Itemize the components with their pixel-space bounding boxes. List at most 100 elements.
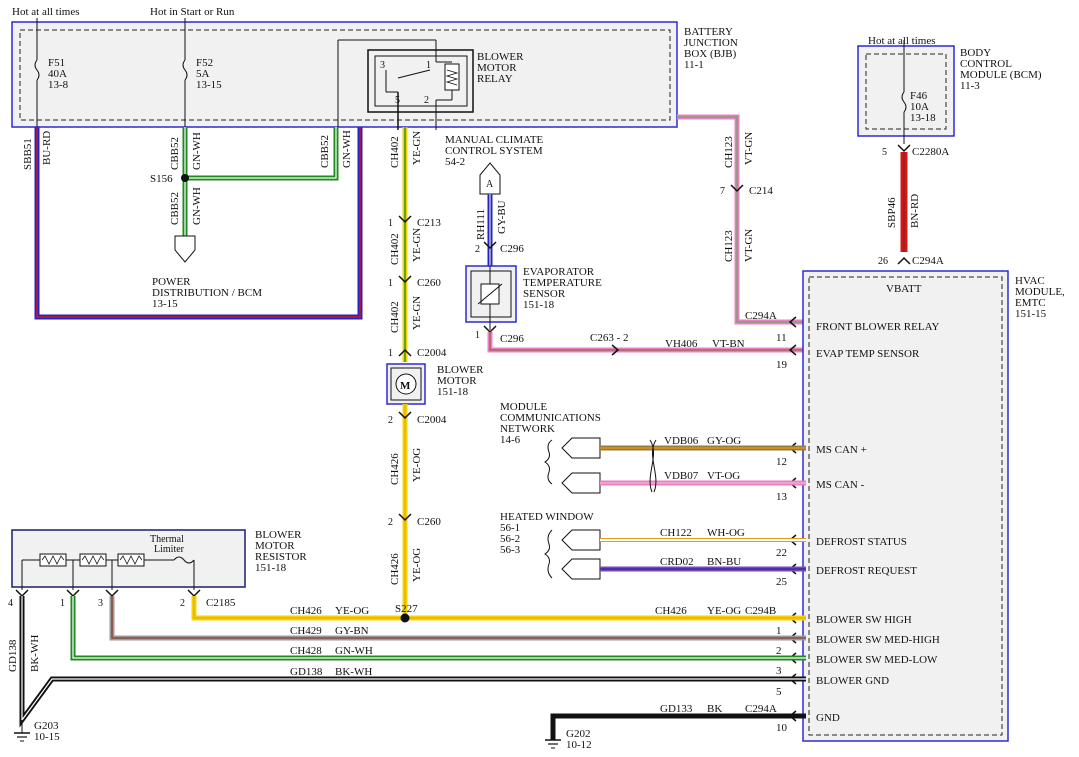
wire-label-bu-rd: BU-RD [41, 131, 53, 165]
wire-label-vdb07: VDB07 [664, 470, 699, 482]
vbatt-pin-26: 26 [878, 256, 888, 267]
bcm-title-1: BODY [960, 47, 991, 59]
heated-window-title-2: 56-1 [500, 522, 520, 534]
wire-label-gy-bn: GY-BN [335, 625, 369, 637]
resistor-title-3: RESISTOR [255, 551, 307, 563]
wire-cbb52-gn-wh [182, 127, 339, 236]
resistor-pin-3: 3 [98, 598, 103, 609]
heated-window-connector-top [561, 529, 601, 551]
wire-label-ch426-right: CH426 [655, 605, 687, 617]
hvac-pin-gnd: GND [816, 712, 840, 724]
wire-gd138-bk-wh [19, 596, 806, 728]
wire-label-sbb51: SBB51 [22, 138, 34, 170]
gnd-c294a-label: C294A [745, 703, 777, 715]
fuse-f52-ref: 13-15 [196, 79, 222, 91]
wire-label-crd02: CRD02 [660, 556, 694, 568]
splice-s227-label: S227 [395, 603, 418, 615]
wire-label-ch426-bottom: CH426 [290, 605, 322, 617]
bjb-title-2: JUNCTION [684, 37, 738, 49]
wire-label-cbb52-a: CBB52 [169, 137, 181, 170]
heated-window-title-4: 56-3 [500, 544, 521, 556]
network-brace [544, 439, 553, 485]
wire-label-bk-wh-vertical: BK-WH [29, 635, 41, 672]
connector-c260-top [398, 275, 412, 284]
wire-label-gd138-vertical: GD138 [7, 639, 19, 672]
ground-g202-label: G202 [566, 728, 590, 740]
splice-s227-dot [400, 613, 410, 623]
c296-bottom-pin: 1 [475, 330, 480, 341]
ground-g203-icon [14, 720, 30, 742]
c2004-top-pin: 1 [388, 348, 393, 359]
defrost-status-pin: 22 [776, 547, 787, 559]
resistor-title-4: 151-18 [255, 562, 287, 574]
wire-sbb51-bu-rd [34, 127, 363, 320]
relay-label-1: BLOWER [477, 51, 524, 63]
power-source-bcm-hot: Hot at all times [868, 35, 936, 47]
resistor-pin-4: 4 [8, 598, 13, 609]
hvac-pin-blower-gnd: BLOWER GND [816, 675, 889, 687]
fuse-f52 [182, 18, 188, 130]
bjb-title-4: 11-1 [684, 59, 704, 71]
bcm-title-2: CONTROL [960, 58, 1012, 70]
climate-connector-a [479, 162, 501, 195]
c2004-bottom-pin: 2 [388, 415, 393, 426]
c213-pin: 1 [388, 218, 393, 229]
relay-pin-5: 5 [395, 95, 400, 106]
c263-label: C263 - 2 [590, 332, 629, 344]
resistor-title-1: BLOWER [255, 529, 302, 541]
c260-top-label: C260 [417, 277, 441, 289]
wire-label-bn-bu: BN-BU [707, 556, 741, 568]
resistor-c2185-label: C2185 [206, 597, 236, 609]
connector-c296-top [483, 241, 497, 250]
power-distribution-label-2: DISTRIBUTION / BCM [152, 287, 262, 299]
body-control-module [857, 40, 955, 144]
wire-label-gy-og: GY-OG [707, 435, 741, 447]
hvac-title-3: EMTC [1015, 297, 1046, 309]
hvac-pin-defrost-request: DEFROST REQUEST [816, 565, 917, 577]
blower-motor-symbol: M [400, 380, 411, 392]
wire-label-gn-wh-b: GN-WH [191, 187, 203, 225]
power-distribution-label-1: POWER [152, 276, 191, 288]
heated-window-title-1: HEATED WINDOW [500, 511, 594, 523]
hvac-pin-blower-sw-high: BLOWER SW HIGH [816, 614, 912, 626]
blower-motor-label-2: MOTOR [437, 375, 477, 387]
twisted-pair [649, 439, 657, 493]
wire-label-ch123-a: CH123 [723, 136, 735, 168]
wire-label-ye-gn-b: YE-GN [411, 228, 423, 262]
hvac-title-2: MODULE, [1015, 286, 1065, 298]
wire-label-sbp46: SBP46 [886, 197, 898, 228]
relay-feed-pin-11: 11 [776, 332, 787, 344]
resistor-pin-1: 1 [60, 598, 65, 609]
connector-c260-bottom [398, 513, 412, 522]
wire-label-cbb52-c: CBB52 [319, 135, 331, 168]
wire-label-rh111: RH111 [475, 209, 487, 240]
manual-climate-title-2: CONTROL SYSTEM [445, 145, 543, 157]
c2004-top-label: C2004 [417, 347, 447, 359]
wire-label-vt-og: VT-OG [707, 470, 740, 482]
blower-motor [386, 363, 426, 405]
power-source-hot-at-all-times: Hot at all times [12, 6, 80, 18]
relay-label-2: MOTOR [477, 62, 517, 74]
fuse-f52-id: F52 [196, 57, 213, 69]
ms-can-minus-pin: 13 [776, 491, 788, 503]
c2280a-pin: 5 [882, 147, 887, 158]
wire-label-wh-og: WH-OG [707, 527, 745, 539]
ground-g203-ref: 10-15 [34, 731, 60, 743]
wire-label-bk-wh: BK-WH [335, 666, 372, 678]
blower-motor-resistor [11, 529, 246, 590]
manual-climate-title-1: MANUAL CLIMATE [445, 134, 544, 146]
bcm-title-3: MODULE (BCM) [960, 69, 1042, 81]
c2280a-label: C2280A [912, 146, 949, 158]
connector-c214 [730, 184, 744, 193]
wire-label-ch402-a: CH402 [389, 136, 401, 168]
hvac-pin-blower-sw-med-low: BLOWER SW MED-LOW [816, 654, 938, 666]
ground-g202-icon [545, 739, 561, 749]
fuse-f51 [34, 18, 40, 130]
splice-s156-label: S156 [150, 173, 173, 185]
wire-label-ch428: CH428 [290, 645, 322, 657]
splice-s156-dot [181, 174, 189, 182]
ground-g202-ref: 10-12 [566, 739, 592, 751]
wire-ch426-blower-high [191, 596, 806, 621]
ground-g203-label: G203 [34, 720, 59, 732]
